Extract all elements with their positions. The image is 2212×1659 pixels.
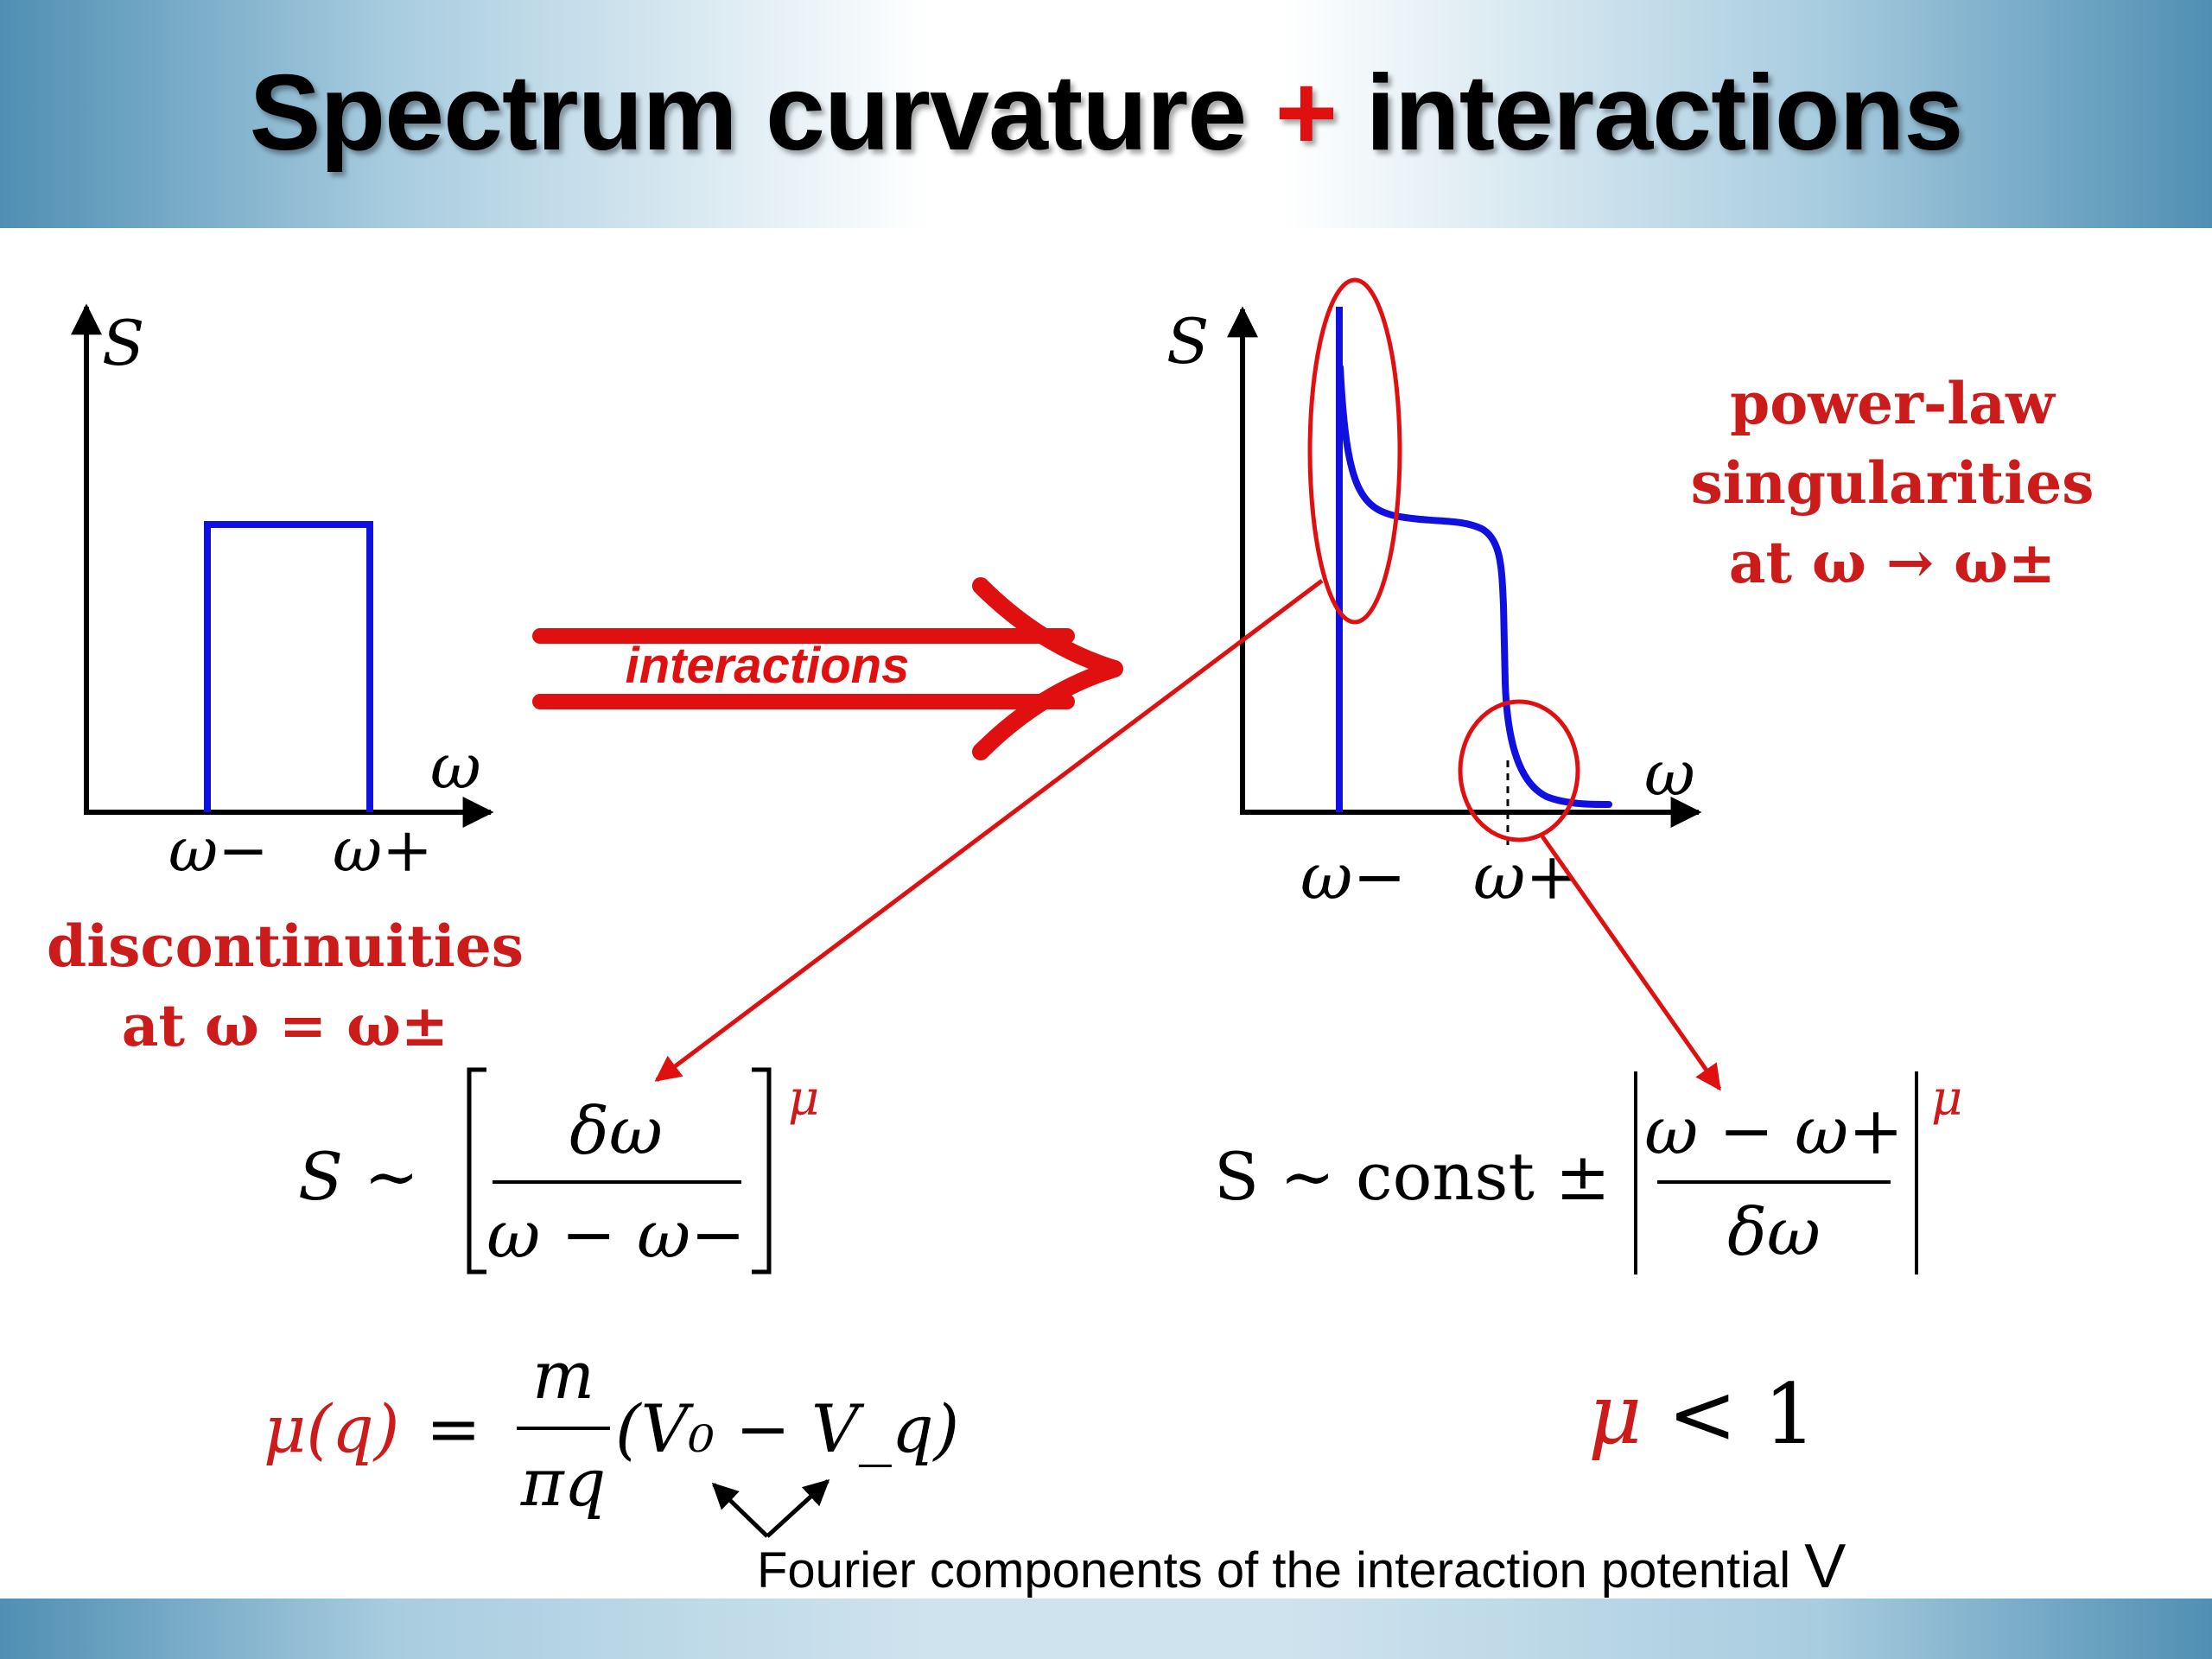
right-formula-numerator: ω − ω+ — [1644, 1092, 1904, 1169]
mu-condition-rest: < 1 — [1668, 1366, 1816, 1463]
left-tick-omega-minus: ω− — [168, 815, 269, 886]
interactions-arrow-label: interactions — [626, 638, 910, 694]
power-law-label-line2: singularities — [1691, 449, 2094, 517]
discontinuities-label: discontinuities — [47, 912, 524, 980]
title-plus: + — [1274, 54, 1338, 173]
mu-condition-mu: μ — [1588, 1366, 1642, 1463]
fourier-arrow-v0 — [711, 1482, 769, 1538]
left-formula-numerator: δω — [569, 1092, 663, 1169]
interacting-spectrum-curve — [1337, 364, 1612, 809]
mu-formula-equals: = — [426, 1390, 481, 1467]
left-tick-omega-plus: ω+ — [333, 815, 433, 886]
left-box-spectrum — [204, 521, 373, 812]
left-formula-exponent: μ — [788, 1071, 819, 1127]
fourier-components-note: Fourier components of the interaction po… — [757, 1531, 1846, 1602]
fourier-note-text: Fourier components of the interaction po… — [757, 1542, 1791, 1599]
mu-formula-denominator: πq — [520, 1444, 607, 1521]
interactions-arrow: interactions — [532, 577, 1123, 760]
pointer-arrow-to-right-formula — [1540, 835, 1722, 1091]
left-bracket-close — [752, 1067, 772, 1274]
fourier-arrow-vq — [766, 1478, 830, 1538]
omega-plus-singularity-circle — [1458, 699, 1580, 842]
left-bracket-open — [467, 1067, 486, 1274]
title-main: Spectrum curvature — [249, 54, 1248, 173]
title-rest: interactions — [1365, 54, 1964, 173]
right-y-axis-label: S — [1166, 305, 1209, 378]
mu-formula: μ(q) = m πq (V₀ − V_q) — [264, 1337, 959, 1521]
pointer-arrow-to-left-formula — [654, 579, 1324, 1082]
right-x-axis-label: ω — [1644, 737, 1695, 810]
slide-title: Spectrum curvature + interactions — [0, 52, 2212, 175]
omega-minus-singularity-circle — [1307, 277, 1402, 625]
left-formula: S ∼ δω ω − ω− μ — [298, 1067, 819, 1274]
left-formula-lhs: S ∼ — [298, 1138, 419, 1215]
right-tick-omega-minus: ω− — [1300, 840, 1406, 914]
mu-condition: μ < 1 — [1588, 1366, 1816, 1463]
mu-formula-potential: (V₀ − V_q) — [615, 1390, 959, 1467]
left-y-axis-label: S — [102, 307, 144, 379]
power-law-label-line3: at ω → ω± — [1729, 529, 2056, 596]
left-plot: S ω ω− ω+ — [71, 303, 494, 886]
right-plot: S ω ω− ω+ — [1166, 277, 1702, 914]
right-formula-denominator: δω — [1727, 1193, 1821, 1270]
right-tick-omega-plus: ω+ — [1473, 840, 1579, 914]
fourier-note-v: V — [1804, 1532, 1847, 1601]
right-formula: S ∼ const ± ω − ω+ δω μ — [1214, 1071, 1962, 1274]
left-x-axis-label: ω — [430, 730, 481, 803]
mu-formula-lhs: μ(q) — [264, 1390, 399, 1467]
title-bar: Spectrum curvature + interactions — [0, 0, 2212, 228]
power-law-label-line1: power-law — [1730, 370, 2056, 437]
mu-formula-numerator: m — [532, 1337, 594, 1414]
discontinuities-condition: at ω = ω± — [122, 992, 448, 1059]
footer-bar — [0, 1599, 2212, 1659]
left-formula-denominator: ω − ω− — [486, 1196, 746, 1273]
right-formula-lhs: S ∼ const ± — [1214, 1138, 1611, 1215]
right-formula-exponent: μ — [1931, 1071, 1962, 1127]
